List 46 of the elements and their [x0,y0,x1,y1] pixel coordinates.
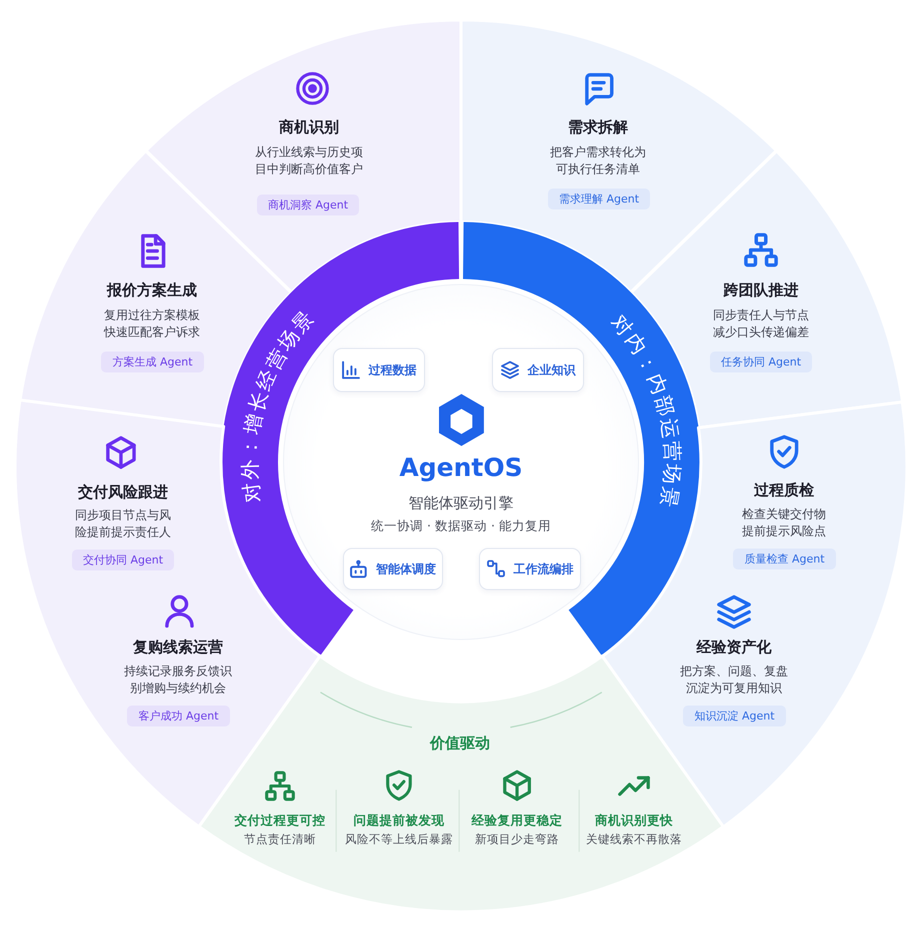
platform-tagline: 统一协调 · 数据驱动 · 能力复用 [371,517,551,535]
agent-tag: 需求理解 Agent [548,188,650,209]
agent-tag: 知识沉淀 Agent [683,705,786,726]
sector-description: 把方案、问题、复盘沉淀为可复用知识 [678,662,789,697]
feature-box [492,348,584,392]
sector-description: 把客户需求转化为可执行任务清单 [549,144,647,178]
sector-title: 复购线索运营 [132,636,223,657]
feature-label: 过程数据 [368,362,416,378]
feature-label: 工作流编排 [514,560,574,578]
sector-description: 检查关键交付物提前提示风险点 [740,506,827,540]
value-title: 交付过程更可控 [234,811,326,828]
sector-description: 持续记录服务反馈识别增购与续约机会 [122,662,233,697]
feature-label: 智能体调度 [376,560,436,578]
value-title: 商机识别更快 [594,811,673,828]
sector-title: 需求拆解 [568,117,628,137]
sector-title: 过程质检 [754,480,814,500]
agent-tag: 任务协同 Agent [710,352,812,373]
value-description: 关键线索不再散落 [586,830,682,847]
sector-title: 交付风险跟进 [78,482,168,502]
feature-box [479,548,581,590]
sector-description: 复用过往方案模板快速匹配客户诉求 [102,306,201,341]
platform-subtitle: 智能体驱动引擎 [408,493,514,513]
sector-description: 同步责任人与节点减少口头传递偏差 [712,306,810,341]
section-heading: 价值驱动 [430,732,490,753]
value-description: 节点责任清晰 [244,830,316,847]
agent-tag: 方案生成 Agent [101,352,204,373]
band-label: 对内：内部运营场景 [606,310,685,512]
agent-tag: 客户成功 Agent [127,706,230,727]
sector-title: 商机识别 [278,117,339,137]
band-label: 对外：增长经营场景 [237,304,320,504]
feature-box [343,548,443,590]
value-description: 新项目少走弯路 [474,830,559,847]
value-description: 风险不等上线后暴露 [344,830,453,847]
agent-tag: 交付协同 Agent [72,549,174,570]
value-title: 经验复用更稳定 [471,811,562,828]
sector-description: 同步项目节点与风险提前提示责任人 [74,506,172,541]
value-title: 问题提前被发现 [353,811,444,828]
agent-tag: 质量检查 Agent [733,548,836,570]
sector-title: 经验资产化 [696,636,772,657]
feature-box [333,348,425,392]
sector-title: 报价方案生成 [106,280,197,300]
feature-label: 企业知识 [528,362,576,378]
platform-name: AgentOS [399,453,523,483]
agent-tag: 商机洞察 Agent [256,194,360,216]
sector-description: 从行业线索与历史项目中判断高价值客户 [254,144,364,178]
sector-title: 跨团队推进 [723,280,798,300]
